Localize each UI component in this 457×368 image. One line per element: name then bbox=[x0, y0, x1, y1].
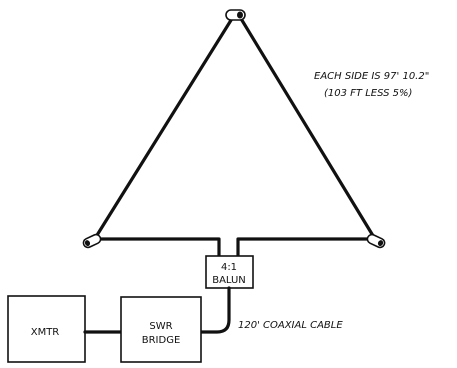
antenna-bottom-left-section bbox=[95, 237, 221, 258]
balun-ratio-label: 4:1 bbox=[221, 262, 237, 273]
side-length-note: EACH SIDE IS 97' 10.2" bbox=[314, 71, 429, 82]
swr-bridge-label-line1: SWR bbox=[149, 321, 172, 332]
coaxial-cable-label: 120' COAXIAL CABLE bbox=[238, 320, 343, 331]
transmitter-label: XMTR bbox=[31, 327, 60, 338]
antenna-left-side bbox=[92, 15, 235, 242]
swr-bridge-label-line2: BRIDGE bbox=[142, 335, 181, 346]
top-insulator bbox=[225, 9, 246, 21]
transmitter-box bbox=[7, 295, 86, 363]
length-derivation-note: (103 FT LESS 5%) bbox=[324, 88, 412, 99]
antenna-right-side bbox=[238, 15, 377, 241]
swr-bridge-box bbox=[120, 296, 202, 363]
balun-box bbox=[205, 255, 254, 289]
balun-name-label: BALUN bbox=[212, 275, 246, 286]
right-insulator bbox=[366, 233, 386, 249]
antenna-bottom-right-section bbox=[236, 237, 375, 258]
coaxial-cable bbox=[199, 286, 231, 334]
left-insulator bbox=[82, 233, 102, 249]
